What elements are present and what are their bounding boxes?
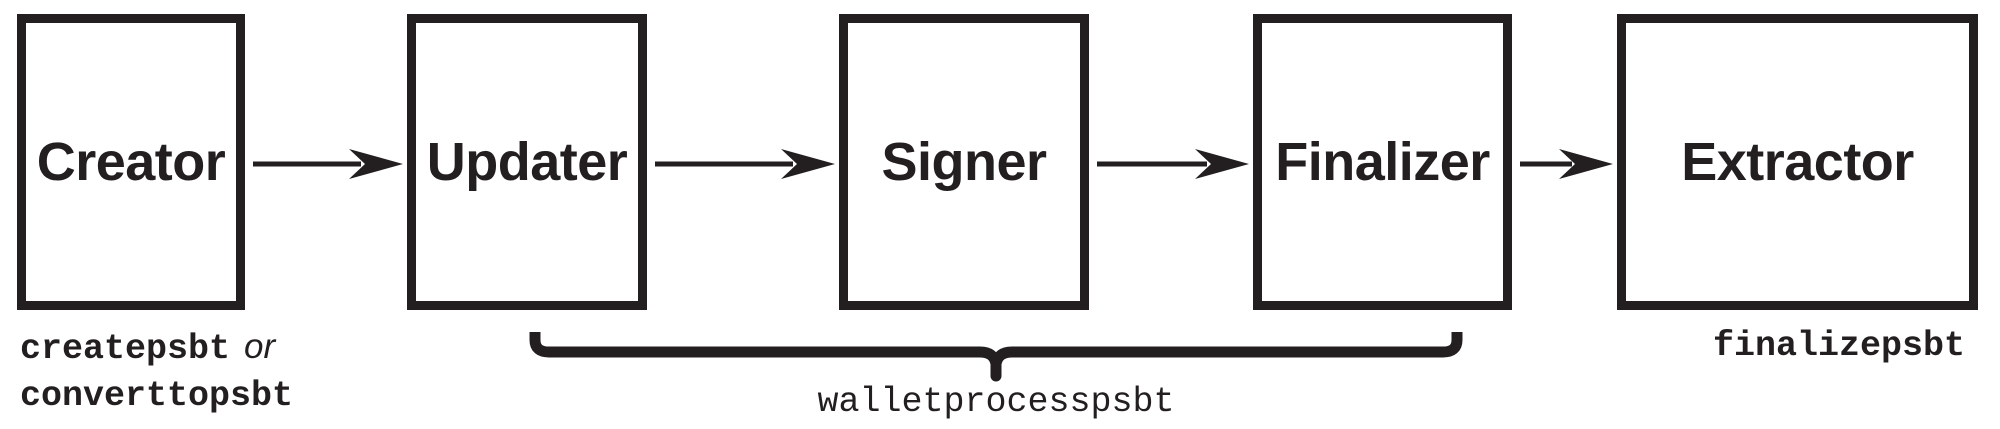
- caption-creator-line1: createpsbt or: [20, 323, 293, 373]
- caption-extractor: finalizepsbt: [1713, 323, 1965, 370]
- caption-extractor-line1: finalizepsbt: [1713, 323, 1965, 370]
- conjunction-or: or: [244, 327, 276, 366]
- arrow-creator-to-updater: [253, 148, 403, 180]
- node-label-finalizer: Finalizer: [1275, 132, 1490, 192]
- brace-label-walletprocesspsbt: walletprocesspsbt: [817, 380, 1174, 424]
- caption-creator-line2: converttopsbt: [20, 373, 293, 420]
- node-updater[interactable]: Updater: [407, 14, 647, 310]
- node-label-creator: Creator: [36, 132, 226, 192]
- command-createpsbt: createpsbt: [20, 329, 231, 369]
- arrow-finalizer-to-extractor: [1520, 148, 1613, 180]
- node-label-extractor: Extractor: [1681, 132, 1914, 192]
- arrow-signer-to-finalizer: [1097, 148, 1249, 180]
- node-signer[interactable]: Signer: [839, 14, 1089, 310]
- node-label-signer: Signer: [881, 132, 1047, 192]
- caption-creator: createpsbt or converttopsbt: [20, 323, 293, 420]
- node-finalizer[interactable]: Finalizer: [1253, 14, 1512, 310]
- command-finalizepsbt: finalizepsbt: [1713, 326, 1966, 366]
- node-label-updater: Updater: [426, 132, 628, 192]
- node-extractor[interactable]: Extractor: [1617, 14, 1978, 310]
- command-converttopsbt: converttopsbt: [20, 376, 294, 416]
- command-walletprocesspsbt: walletprocesspsbt: [817, 382, 1175, 422]
- arrow-updater-to-signer: [655, 148, 835, 180]
- brace-walletprocesspsbt: [528, 326, 1468, 382]
- node-creator[interactable]: Creator: [17, 14, 245, 310]
